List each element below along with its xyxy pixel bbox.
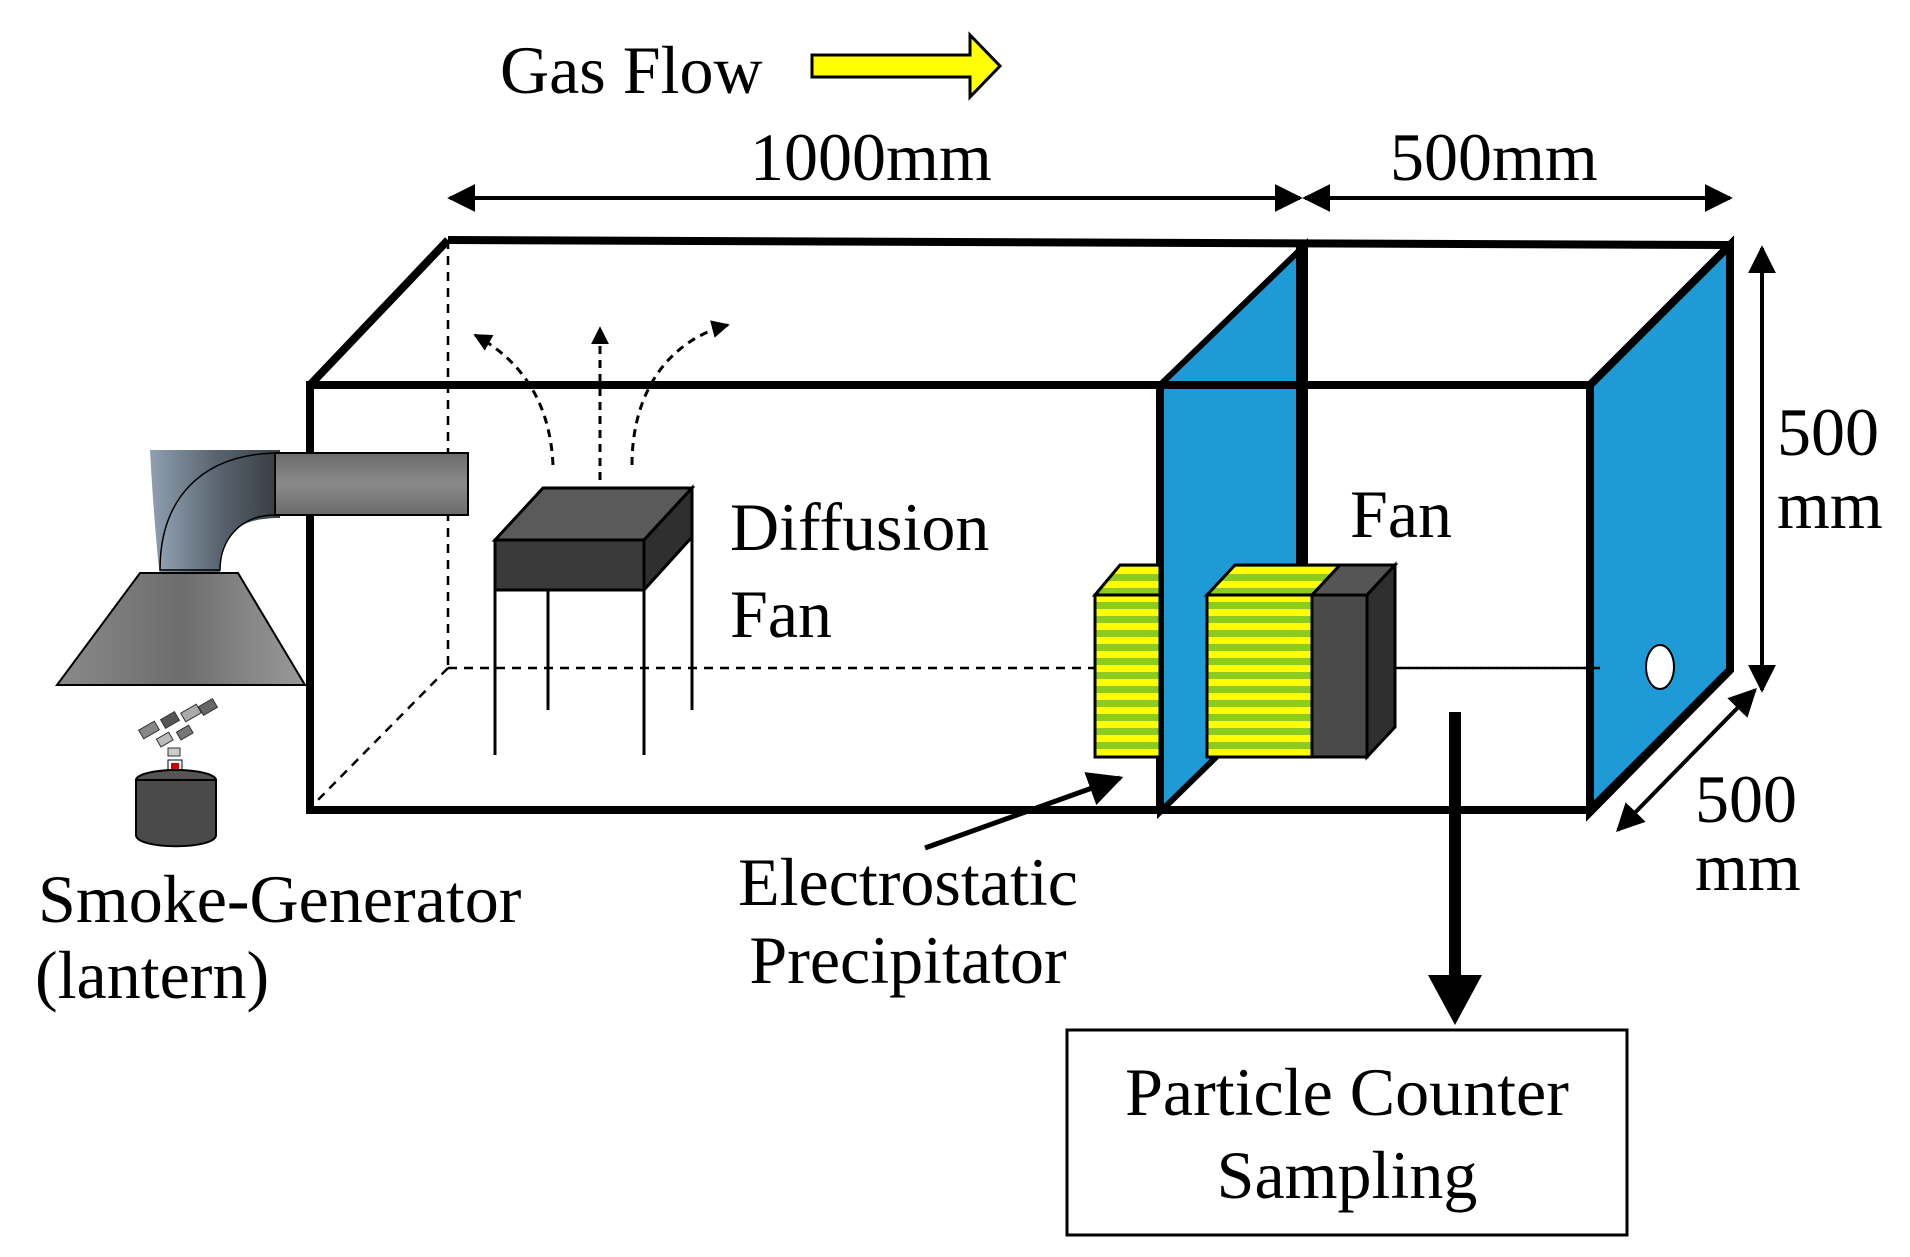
- sampling-port-icon: [1645, 644, 1675, 690]
- gas-flow-label: Gas Flow: [500, 32, 763, 108]
- height-unit-label: mm: [1777, 467, 1883, 543]
- fan-label: Fan: [1350, 476, 1452, 552]
- depth-arrow: [1616, 687, 1757, 833]
- diffusion-fan: [491, 484, 696, 755]
- smoke-generator-label-line2: (lantern): [35, 937, 269, 1013]
- esp-block-front: [1093, 593, 1162, 759]
- sampling-arrowhead-icon: [1428, 975, 1482, 1025]
- esp-label-line1: Electrostatic: [738, 844, 1078, 920]
- sampling-label-line1: Particle Counter: [1125, 1054, 1569, 1130]
- fan-assembly: [1203, 561, 1399, 761]
- sampling-label-line2: Sampling: [1217, 1137, 1478, 1213]
- particle-counter-box: [1065, 1028, 1629, 1237]
- smoke-generator-label-line1: Smoke-Generator: [38, 861, 522, 937]
- length-500-label: 500mm: [1390, 119, 1598, 195]
- airflow-arrows-icon: [473, 320, 730, 480]
- lantern-icon: [135, 697, 219, 848]
- esp-label-line2: Precipitator: [749, 922, 1067, 998]
- depth-unit-label: mm: [1695, 829, 1801, 905]
- gas-flow-arrow-icon: [810, 31, 1003, 101]
- end-panel: [1586, 235, 1734, 822]
- length-1000-label: 1000mm: [750, 119, 992, 195]
- depth-value-label: 500: [1695, 761, 1797, 837]
- height-value-label: 500: [1777, 394, 1879, 470]
- exhaust-hood-icon: [55, 450, 469, 686]
- diffusion-fan-label-line2: Fan: [730, 576, 832, 652]
- esp-pointer-arrow: [924, 772, 1124, 851]
- diffusion-fan-label-line1: Diffusion: [730, 489, 989, 565]
